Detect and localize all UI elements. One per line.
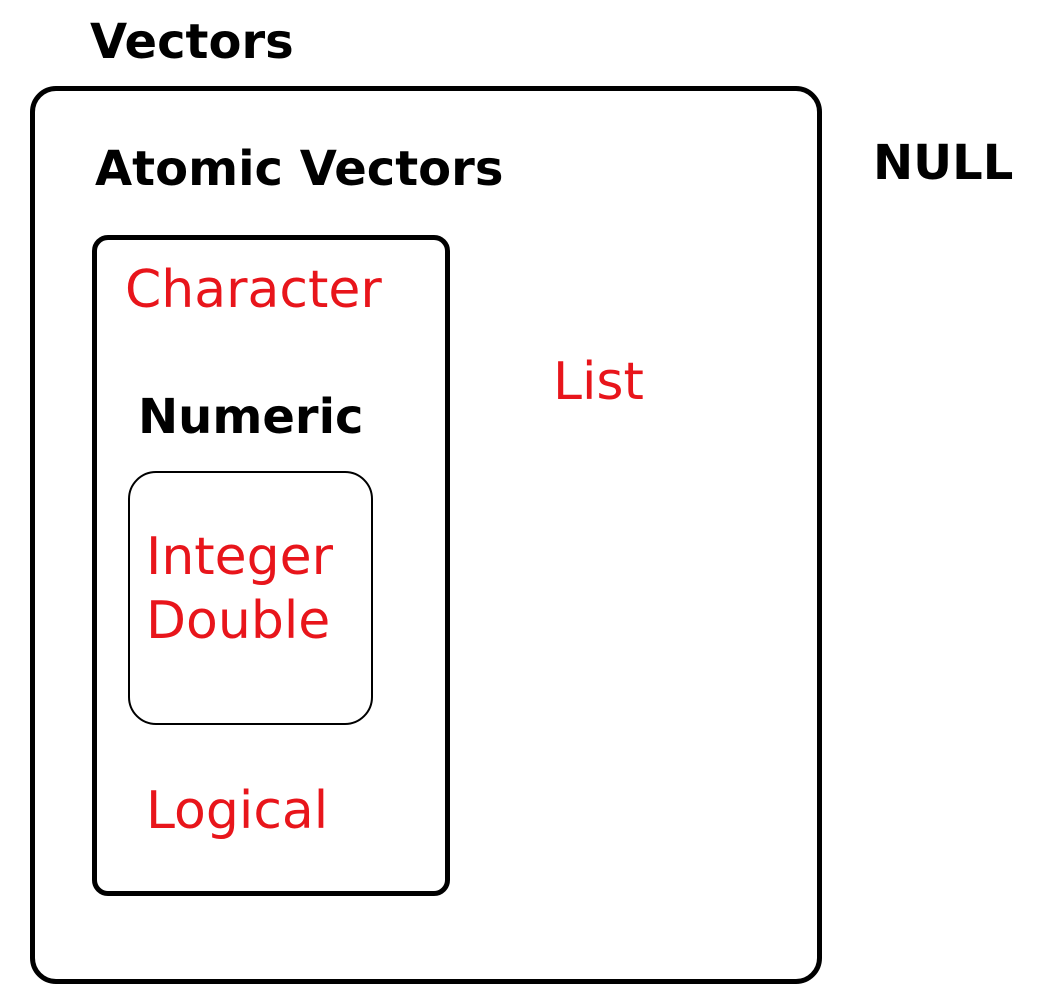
atomic-vectors-title: Atomic Vectors [95, 141, 504, 197]
vectors-title: Vectors [90, 14, 294, 70]
null-label: NULL [873, 135, 1014, 191]
double-label: Double [146, 591, 331, 651]
character-label: Character [125, 260, 382, 320]
list-label: List [553, 352, 644, 412]
vectors-container [30, 86, 822, 984]
numeric-title: Numeric [138, 389, 364, 445]
logical-label: Logical [146, 781, 329, 841]
integer-label: Integer [146, 527, 334, 587]
atomic-vectors-container [92, 235, 450, 896]
numeric-container [128, 471, 373, 725]
